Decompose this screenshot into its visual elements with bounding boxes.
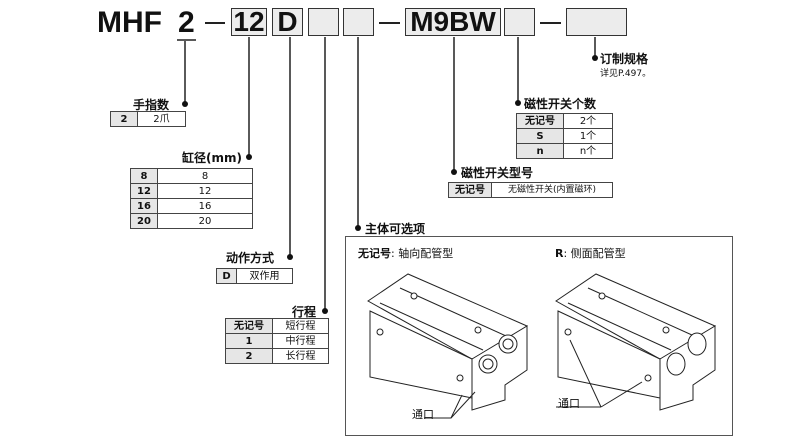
separator (205, 22, 225, 24)
code-stroke-slot (308, 8, 339, 36)
cell: 短行程 (272, 318, 329, 334)
model-prefix: MHF (97, 6, 162, 39)
switch-type-title: 磁性开关型号 (461, 166, 534, 180)
code-switch: M9BW (405, 8, 501, 36)
cell: n个 (563, 143, 613, 159)
code-bore: 12 (231, 8, 267, 36)
port-label-side: 通口 (558, 397, 580, 410)
cell: 无记号 (448, 182, 492, 198)
cell: 8 (157, 168, 253, 184)
cell: n (516, 143, 564, 159)
cell: 12 (157, 183, 253, 199)
cell: 无记号 (225, 318, 273, 334)
cell: D (216, 268, 237, 284)
cell: 无磁性开关(内置磁环) (491, 182, 613, 198)
cell: 2爪 (136, 111, 187, 127)
axial-cylinder-drawing (367, 273, 529, 419)
code-switch-count-slot (504, 8, 535, 36)
axial-text: : 轴向配管型 (391, 247, 454, 260)
cell: 长行程 (272, 348, 329, 364)
custom-note: 详见P.497。 (600, 69, 652, 79)
cell: 2 (110, 111, 138, 127)
side-cylinder-drawing (555, 273, 717, 411)
bore-title: 缸径(mm) (182, 151, 242, 165)
cell: 16 (157, 198, 253, 214)
code-fingers: 2 (178, 6, 195, 39)
body-option-title: 主体可选项 (365, 222, 426, 236)
side-label: R: 侧面配管型 (555, 245, 626, 261)
cell: 12 (130, 183, 158, 199)
cell: 2 (225, 348, 273, 364)
cell: 无记号 (516, 113, 564, 129)
axial-label: 无记号: 轴向配管型 (358, 245, 453, 261)
port-label-axial: 通口 (412, 408, 434, 421)
separator (540, 22, 561, 24)
body-option-frame (345, 236, 733, 436)
cell: 20 (157, 213, 253, 229)
cell: 2个 (563, 113, 613, 129)
stroke-title: 行程 (292, 305, 317, 319)
switch-type-table: 无记号无磁性开关(内置磁环) (448, 182, 613, 198)
cell: 8 (130, 168, 158, 184)
cell: 20 (130, 213, 158, 229)
fingers-title: 手指数 (133, 98, 170, 112)
cell: 双作用 (236, 268, 293, 284)
code-body-option-slot (343, 8, 374, 36)
custom-title: 订制规格 (600, 52, 649, 66)
code-custom-slot (566, 8, 627, 36)
axial-key: 无记号 (358, 247, 391, 260)
cell: S (516, 128, 564, 144)
switch-count-title: 磁性开关个数 (524, 97, 597, 111)
side-text: : 侧面配管型 (563, 247, 626, 260)
separator (379, 22, 400, 24)
code-action: D (272, 8, 303, 36)
cell: 1 (225, 333, 273, 349)
side-key: R (555, 247, 564, 260)
cell: 中行程 (272, 333, 329, 349)
cell: 16 (130, 198, 158, 214)
action-title: 动作方式 (226, 251, 275, 265)
cell: 1个 (563, 128, 613, 144)
